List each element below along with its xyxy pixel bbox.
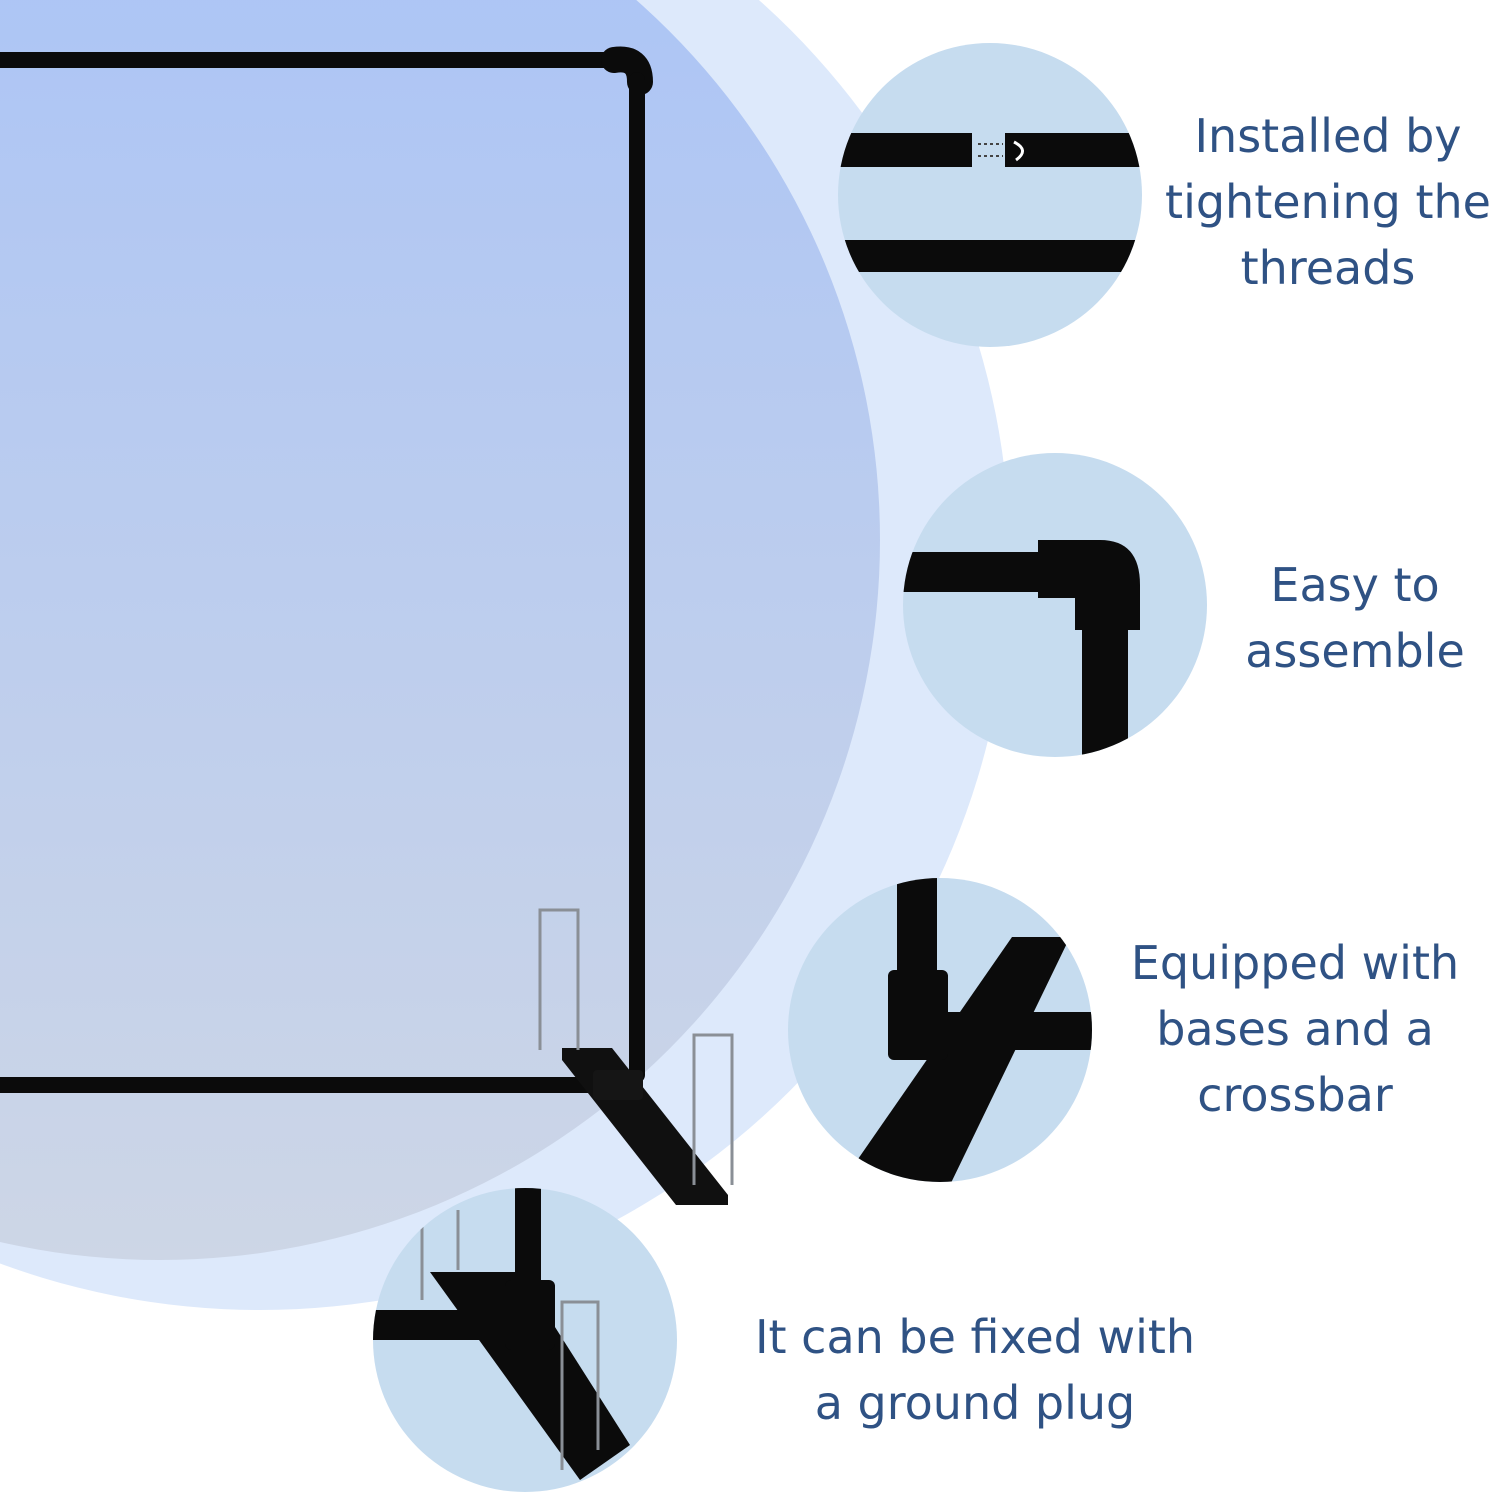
threaded-pipe-joint-icon bbox=[838, 43, 1142, 347]
feature-line: crossbar bbox=[1197, 1068, 1393, 1122]
ground-stake-icon bbox=[538, 908, 734, 1185]
elbow-connector-icon bbox=[903, 453, 1207, 757]
background-circle bbox=[0, 0, 880, 1260]
feature-bases-text: Equipped with bases and a crossbar bbox=[1100, 930, 1490, 1128]
feature-line: Installed by bbox=[1194, 109, 1462, 163]
feature-line: tightening the bbox=[1165, 175, 1491, 229]
feature-line: bases and a bbox=[1156, 1002, 1434, 1056]
feature-line: It can be fixed with bbox=[754, 1310, 1196, 1364]
base-crossbar-icon bbox=[788, 878, 1092, 1182]
feature-line: Equipped with bbox=[1130, 936, 1460, 990]
feature-line: threads bbox=[1240, 241, 1416, 295]
feature-ground-plug-text: It can be fixed with a ground plug bbox=[710, 1304, 1240, 1436]
feature-threads-text: Installed by tightening the threads bbox=[1158, 103, 1498, 301]
ground-plug-icon bbox=[373, 1188, 677, 1492]
feature-assemble-text: Easy to assemble bbox=[1220, 552, 1490, 684]
feature-line: a ground plug bbox=[814, 1376, 1136, 1430]
feature-line: assemble bbox=[1245, 624, 1465, 678]
feature-line: Easy to bbox=[1270, 558, 1440, 612]
backdrop-frame-icon bbox=[0, 46, 653, 1093]
